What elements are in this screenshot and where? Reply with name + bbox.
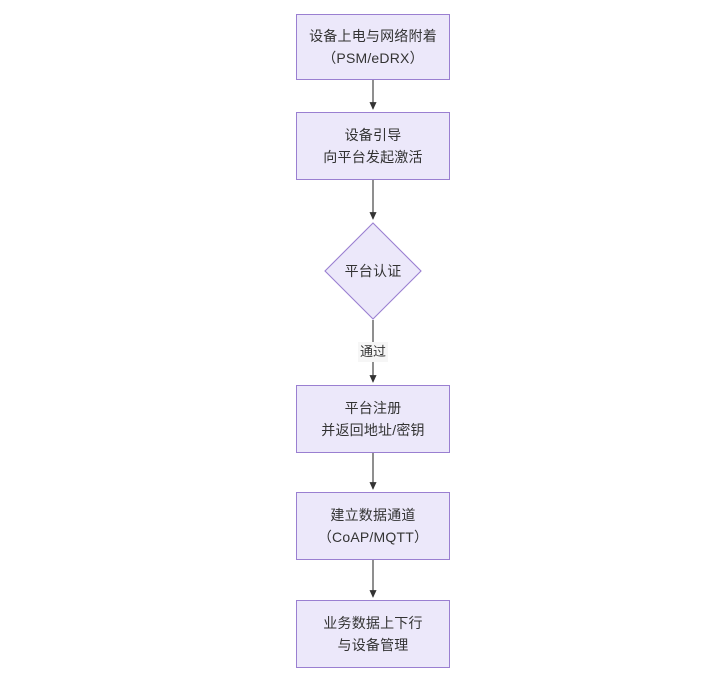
flow-node-label: 设备引导 向平台发起激活 (323, 127, 423, 165)
flow-node-device-bootstrap[interactable]: 设备引导 向平台发起激活 (296, 112, 450, 180)
flow-node-label: 平台认证 (344, 263, 402, 279)
flow-node-business-data-and-device-mgmt[interactable]: 业务数据上下行 与设备管理 (296, 600, 450, 668)
flow-node-label: 设备上电与网络附着 （PSM/eDRX） (309, 28, 437, 66)
flow-node-platform-auth-decision[interactable]: 平台认证 (324, 222, 422, 320)
diamond-shape-icon (324, 222, 422, 320)
flow-node-establish-data-channel[interactable]: 建立数据通道 （CoAP/MQTT） (296, 492, 450, 560)
edge-label-text: 通过 (359, 344, 387, 359)
flow-node-label: 平台注册 并返回地址/密钥 (321, 400, 425, 438)
flow-node-label: 业务数据上下行 与设备管理 (323, 615, 423, 653)
flow-node-label: 建立数据通道 （CoAP/MQTT） (317, 507, 429, 545)
edge-label-pass: 通过 (357, 342, 389, 362)
flow-node-platform-register[interactable]: 平台注册 并返回地址/密钥 (296, 385, 450, 453)
flow-node-device-power-on[interactable]: 设备上电与网络附着 （PSM/eDRX） (296, 14, 450, 80)
